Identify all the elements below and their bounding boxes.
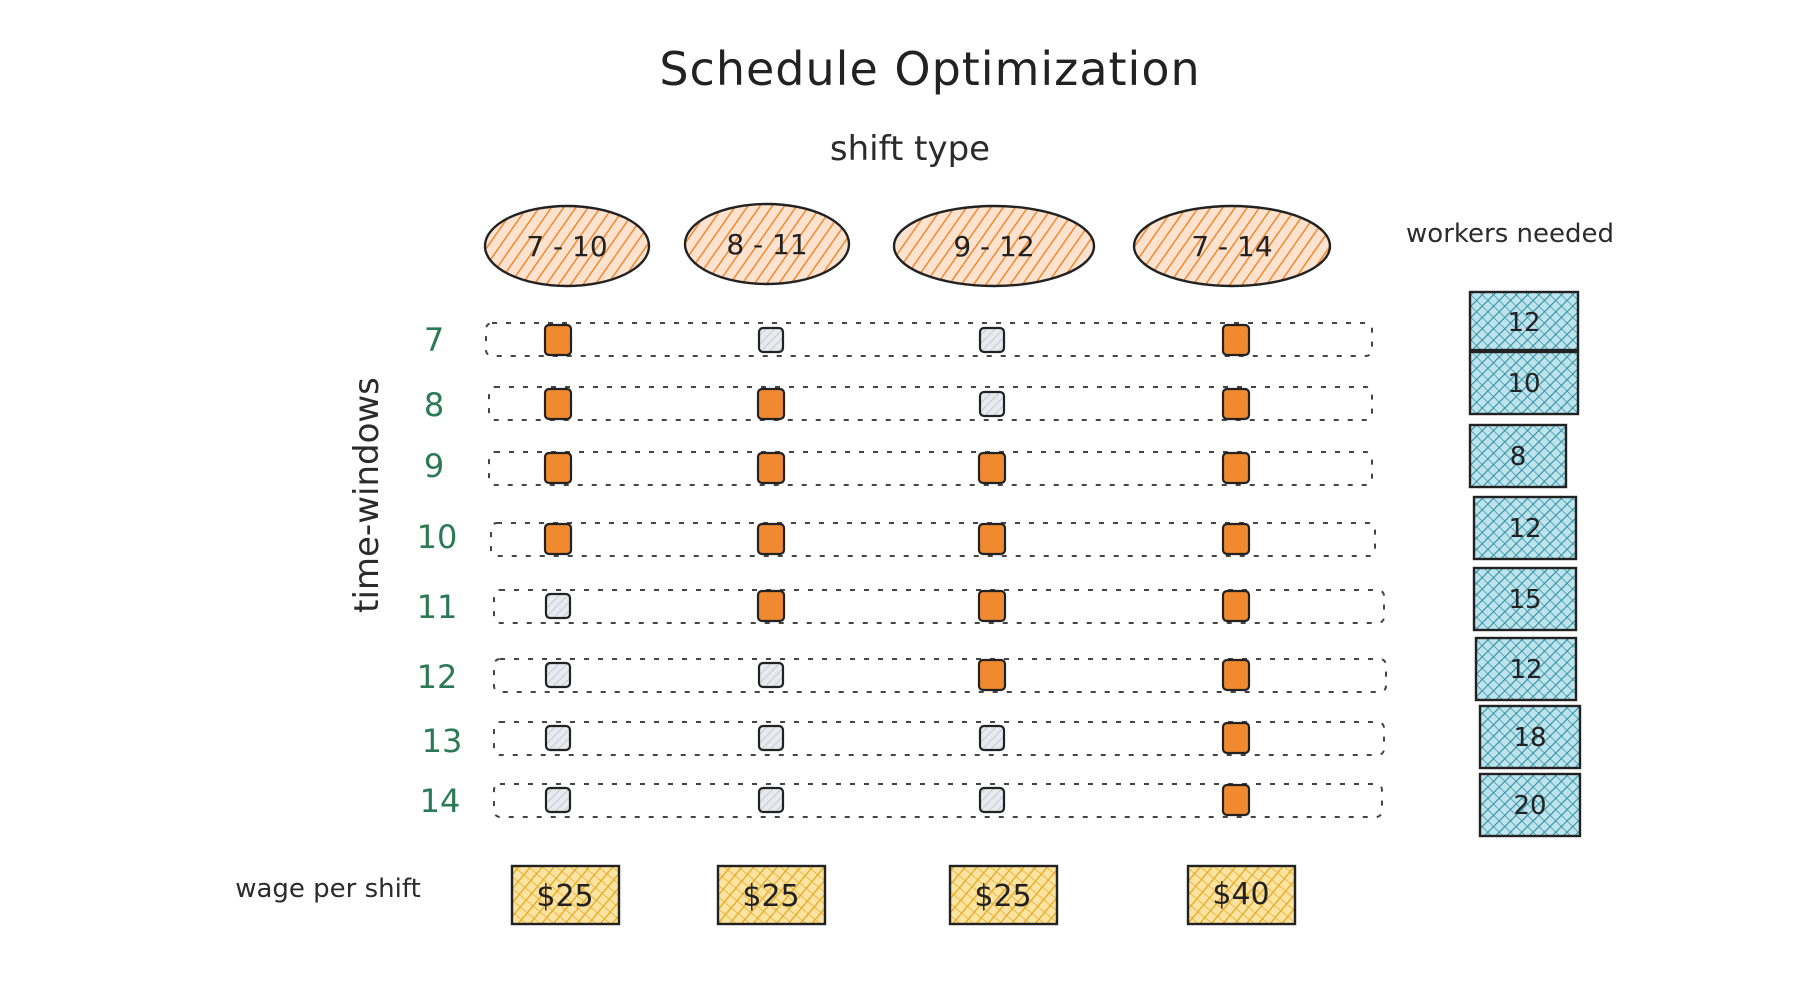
- time-windows-header: time-windows: [347, 377, 387, 613]
- workers-needed-value: 8: [1510, 442, 1527, 472]
- wage-box: $25: [510, 864, 621, 926]
- coverage-cell-active: [1221, 721, 1251, 755]
- coverage-cell-inactive: [978, 724, 1006, 752]
- row-frame: [493, 589, 1385, 624]
- coverage-cell-active: [977, 522, 1007, 556]
- workers-needed-column: 12 10 8 12 15 12 18 20: [1468, 290, 1582, 838]
- coverage-cell-active: [1221, 323, 1251, 357]
- workers-needed-value: 10: [1507, 369, 1540, 399]
- coverage-cell-inactive: [544, 661, 572, 689]
- hour-label: 8: [424, 386, 444, 424]
- time-window-rows: [485, 322, 1387, 818]
- workers-needed-box: 12: [1468, 290, 1580, 352]
- coverage-cell-inactive: [978, 786, 1006, 814]
- workers-needed-value: 18: [1513, 723, 1546, 753]
- wage-value: $25: [742, 879, 799, 914]
- hour-label: 11: [417, 588, 458, 626]
- coverage-cell-inactive: [757, 786, 785, 814]
- coverage-cell-inactive: [757, 724, 785, 752]
- workers-needed-box: 8: [1468, 423, 1568, 489]
- coverage-cells: [543, 323, 1251, 817]
- shift-oval: 7 - 10: [483, 204, 651, 288]
- row-frame: [488, 451, 1373, 486]
- row-frame: [493, 721, 1385, 756]
- wage-value: $25: [536, 879, 593, 914]
- coverage-cell-active: [756, 387, 786, 421]
- coverage-cell-active: [756, 451, 786, 485]
- wage-value: $40: [1212, 877, 1269, 912]
- workers-needed-box: 12: [1472, 495, 1578, 561]
- hour-label: 14: [420, 782, 461, 820]
- coverage-cell-inactive: [757, 661, 785, 689]
- row-frame: [485, 322, 1373, 357]
- hour-label: 7: [424, 321, 444, 359]
- hour-label: 10: [417, 518, 458, 556]
- workers-needed-box: 10: [1468, 350, 1580, 416]
- coverage-cell-active: [543, 451, 573, 485]
- coverage-cell-active: [1221, 658, 1251, 692]
- workers-needed-box: 12: [1474, 636, 1578, 702]
- coverage-cell-active: [977, 658, 1007, 692]
- shift-label: 7 - 14: [1191, 230, 1272, 263]
- workers-needed-box: 20: [1478, 772, 1582, 838]
- coverage-cell-inactive: [544, 724, 572, 752]
- coverage-cell-active: [977, 451, 1007, 485]
- coverage-cell-inactive: [978, 390, 1006, 418]
- coverage-cell-active: [543, 323, 573, 357]
- shift-oval: 8 - 11: [683, 202, 851, 286]
- shift-type-header: shift type: [830, 129, 990, 169]
- coverage-cell-active: [1221, 522, 1251, 556]
- coverage-cell-inactive: [544, 786, 572, 814]
- workers-needed-box: 18: [1478, 704, 1582, 770]
- row-frame: [493, 783, 1383, 818]
- wage-box: $25: [948, 864, 1059, 926]
- coverage-cell-active: [1221, 387, 1251, 421]
- coverage-cell-inactive: [544, 592, 572, 620]
- page-title: Schedule Optimization: [659, 42, 1200, 96]
- workers-needed-value: 20: [1513, 791, 1546, 821]
- coverage-cell-active: [977, 589, 1007, 623]
- coverage-cell-active: [543, 387, 573, 421]
- hour-label: 13: [422, 722, 463, 760]
- coverage-cell-active: [756, 589, 786, 623]
- wage-box: $40: [1186, 864, 1297, 926]
- workers-needed-value: 12: [1507, 308, 1540, 338]
- coverage-cell-inactive: [978, 326, 1006, 354]
- hour-label: 9: [424, 447, 444, 485]
- workers-needed-value: 15: [1508, 585, 1541, 615]
- workers-needed-box: 15: [1472, 566, 1578, 632]
- coverage-cell-active: [1221, 451, 1251, 485]
- wage-per-shift-header: wage per shift: [235, 874, 421, 904]
- shift-header-group: 7 - 10 8 - 11 9 - 12 7 - 14: [483, 202, 1332, 288]
- workers-needed-header: workers needed: [1406, 219, 1614, 249]
- wage-value: $25: [974, 879, 1031, 914]
- coverage-cell-active: [1221, 589, 1251, 623]
- shift-label: 9 - 12: [953, 230, 1034, 263]
- workers-needed-value: 12: [1509, 655, 1542, 685]
- workers-needed-value: 12: [1508, 514, 1541, 544]
- hour-labels: 7 8 9 10 11 12 13 14: [417, 321, 463, 820]
- coverage-cell-active: [1221, 783, 1251, 817]
- shift-oval: 9 - 12: [892, 204, 1096, 288]
- row-frame: [493, 658, 1387, 693]
- row-frame: [488, 386, 1373, 421]
- wage-row: $25 $25 $25 $40: [510, 864, 1297, 926]
- shift-label: 8 - 11: [726, 228, 807, 261]
- coverage-cell-active: [543, 522, 573, 556]
- shift-oval: 7 - 14: [1132, 204, 1332, 288]
- coverage-cell-inactive: [757, 326, 785, 354]
- shift-label: 7 - 10: [526, 230, 607, 263]
- row-frame: [490, 522, 1376, 557]
- wage-box: $25: [716, 864, 827, 926]
- coverage-cell-active: [756, 522, 786, 556]
- hour-label: 12: [417, 658, 458, 696]
